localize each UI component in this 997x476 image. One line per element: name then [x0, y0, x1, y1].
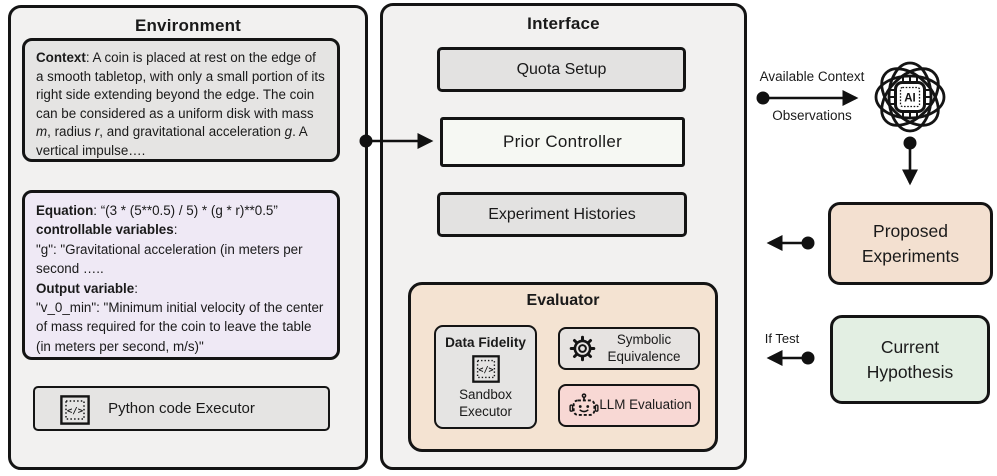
context-text: Context: A coin is placed at rest on the…: [36, 50, 325, 158]
symbolic-equivalence-box: Symbolic Equivalence: [558, 327, 700, 370]
data-fidelity-box: Data Fidelity </> Sandbox Executor: [434, 325, 537, 429]
experiment-histories-label: Experiment Histories: [488, 205, 636, 223]
interface-panel: Interface Quota Setup Prior Controller E…: [380, 3, 747, 470]
context-to-ai-dot: [756, 91, 770, 105]
prior-controller-box: Prior Controller: [440, 117, 685, 167]
quota-setup-label: Quota Setup: [516, 60, 607, 78]
prior-controller-label: Prior Controller: [502, 132, 623, 151]
sandbox-code-icon: </>: [471, 354, 500, 383]
sandbox-executor-label: Sandbox Executor: [459, 387, 512, 419]
proposed-experiments-label: Proposed Experiments: [861, 220, 960, 266]
equation-text: Equation: “(3 * (5**0.5) / 5) * (g * r)*…: [36, 203, 324, 354]
environment-title: Environment: [134, 16, 242, 35]
hypothesis-to-interface-dot: [801, 351, 815, 365]
experiment-histories-box: Experiment Histories: [437, 192, 687, 237]
ai-agent-icon: AI: [872, 59, 948, 135]
current-hypothesis-box: Current Hypothesis: [830, 315, 990, 404]
observations-label: Observations: [772, 108, 852, 123]
svg-text:</>: </>: [478, 364, 493, 374]
environment-panel: Environment Context: A coin is placed at…: [8, 5, 368, 470]
interface-title: Interface: [527, 14, 600, 33]
evaluator-container: Evaluator Data Fidelity </> Sandbox Exec…: [408, 282, 718, 452]
equation-box: Equation: “(3 * (5**0.5) / 5) * (g * r)*…: [22, 190, 340, 360]
gear-icon: [569, 335, 596, 362]
svg-text:</>: </>: [67, 407, 84, 417]
python-executor-label: Python code Executor: [108, 400, 255, 417]
available-context-label: Available Context: [759, 69, 865, 84]
python-executor-box: </> Python code Executor: [33, 386, 330, 431]
llm-evaluation-box: LLM Evaluation: [558, 384, 700, 427]
current-hypothesis-label: Current Hypothesis: [866, 336, 954, 382]
if-test-label: If Test: [764, 331, 800, 346]
symbolic-equivalence-label: Symbolic Equivalence: [607, 332, 681, 364]
proposed-to-interface-dot: [801, 236, 815, 250]
context-box: Context: A coin is placed at rest on the…: [22, 38, 340, 162]
quota-setup-box: Quota Setup: [437, 47, 686, 92]
llm-evaluation-label: LLM Evaluation: [599, 397, 692, 413]
code-icon: </>: [60, 395, 90, 425]
data-fidelity-title: Data Fidelity: [445, 335, 526, 350]
evaluator-title: Evaluator: [526, 292, 600, 309]
ai-chip-text: AI: [904, 93, 916, 105]
robot-icon: [569, 392, 599, 420]
proposed-experiments-box: Proposed Experiments: [828, 202, 993, 285]
ai-to-proposed-dot: [903, 136, 917, 150]
